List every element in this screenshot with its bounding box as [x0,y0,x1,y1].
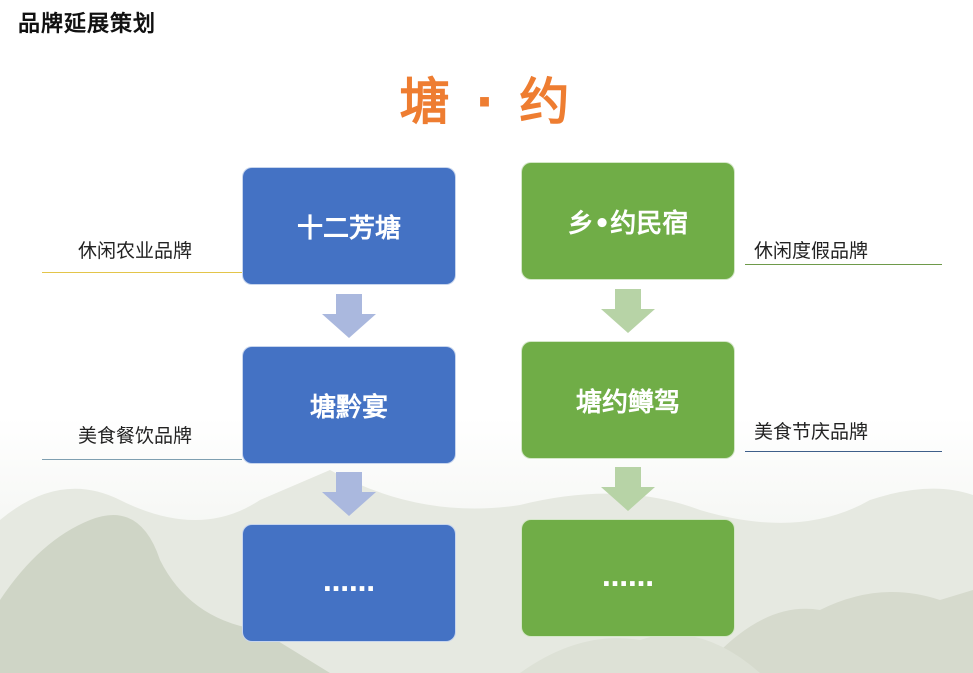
main-title: 塘 · 约 [399,73,574,131]
down-arrow-icon [601,467,655,511]
brand-box-more-left: …… [242,524,456,642]
label-leisure-vacation: 休闲度假品牌 [754,240,869,262]
label-underline [42,459,242,460]
page-title: 品牌延展策划 [18,12,157,37]
down-arrow-icon [322,294,376,338]
down-arrow-icon [322,472,376,516]
label-underline [42,272,242,273]
brand-box-tangqianyan: 塘黔宴 [242,346,456,464]
brand-box-tangyue-zunjia: 塘约鳟驾 [521,341,735,459]
label-underline [745,264,942,265]
brand-box-xiangyue-homestay: 乡•约民宿 [521,162,735,280]
label-underline [745,451,942,452]
label-food-dining: 美食餐饮品牌 [78,425,193,447]
down-arrow-icon [601,289,655,333]
label-leisure-agriculture: 休闲农业品牌 [78,240,193,262]
brand-box-more-right: …… [521,519,735,637]
brand-box-shierfangtang: 十二芳塘 [242,167,456,285]
label-food-festival: 美食节庆品牌 [754,421,869,443]
